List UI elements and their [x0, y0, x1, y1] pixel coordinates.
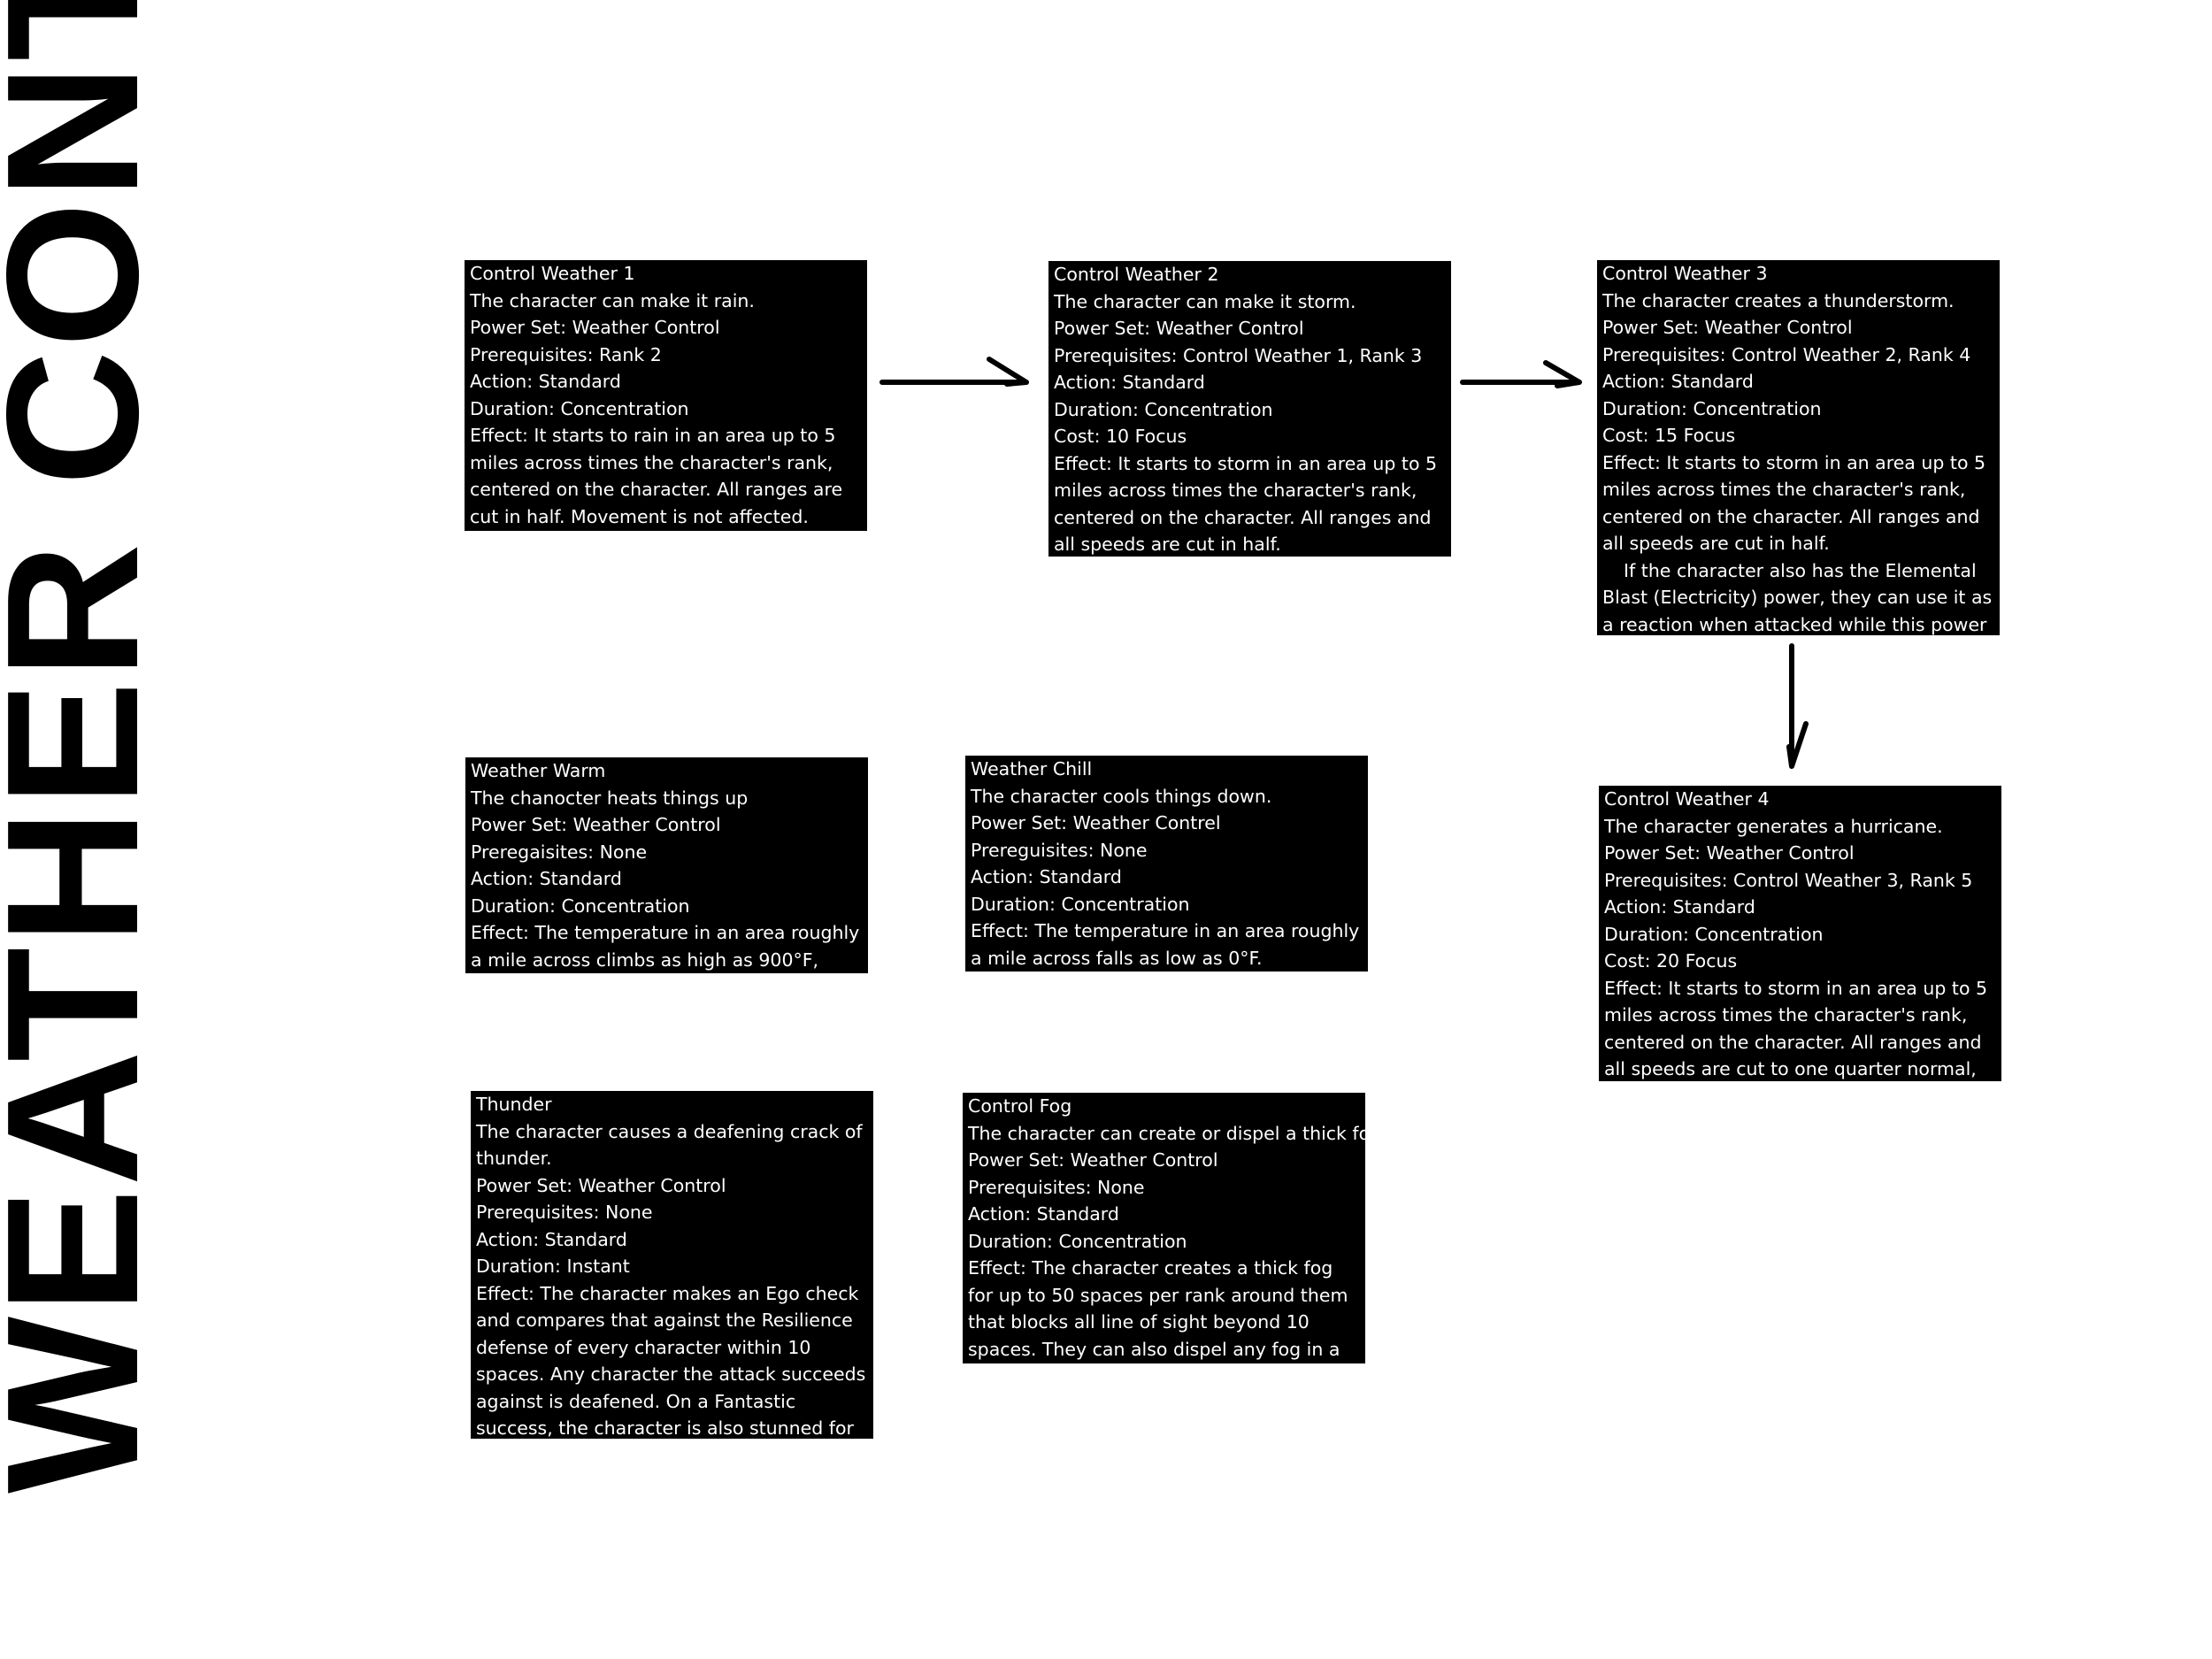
card-effect: Effect: The temperature in an area rough… — [471, 922, 860, 971]
card-power-set: Power Set: Weather Control — [1604, 842, 1855, 864]
card-duration: Duration: Concentration — [1604, 923, 1824, 945]
card-cost: Cost: 10 Focus — [1054, 426, 1187, 447]
card-prerequisites: Prerequisites: None — [968, 1176, 1145, 1198]
arrow-cw3-to-cw4 — [1786, 643, 1809, 769]
card-action: Action: Standard — [971, 866, 1122, 887]
card-description: The character can make it rain. — [470, 289, 755, 311]
card-power-set: Power Set: Weather Contrel — [971, 812, 1221, 833]
card-name: Control Fog — [968, 1095, 1072, 1117]
card-effect: Effect: It starts to storm in an area up… — [1604, 977, 1988, 1080]
card-name: Control Weather 4 — [1604, 788, 1770, 810]
power-card-control-weather-1: Control Weather 1 The character can make… — [465, 260, 867, 531]
card-action: Action: Standard — [1602, 371, 1754, 392]
card-effect: Effect: The character creates a thick fo… — [968, 1257, 1348, 1360]
power-card-control-weather-3: Control Weather 3 The character creates … — [1597, 260, 2000, 635]
power-card-control-fog: Control Fog The character can create or … — [963, 1093, 1365, 1363]
card-description: The character can make it storm. — [1054, 290, 1356, 312]
card-action: Action: Standard — [968, 1203, 1119, 1225]
power-card-control-weather-4: Control Weather 4 The character generate… — [1599, 786, 2001, 1081]
card-cost: Cost: 20 Focus — [1604, 950, 1738, 972]
card-action: Action: Standard — [470, 371, 621, 392]
card-description: The chanocter heats things up — [471, 787, 749, 809]
card-duration: Duration: Concentration — [1602, 397, 1822, 419]
card-name: Weather Warm — [471, 760, 606, 781]
card-power-set: Power Set: Weather Control — [471, 814, 721, 835]
card-cost: Cost: 15 Focus — [1602, 425, 1736, 446]
card-action: Action: Standard — [471, 868, 622, 889]
power-card-control-weather-2: Control Weather 2 The character can make… — [1048, 261, 1451, 557]
card-effect: Effect: It starts to rain in an area up … — [470, 425, 843, 527]
card-prerequisites: Prerequisites: None — [476, 1202, 653, 1223]
card-power-set: Power Set: Weather Control — [1054, 318, 1304, 339]
card-name: Control Weather 3 — [1602, 263, 1768, 284]
card-name: Control Weather 1 — [470, 263, 635, 284]
card-name: Thunder — [476, 1094, 552, 1115]
card-duration: Duration: Concentration — [470, 397, 689, 419]
card-effect: Effect: The character makes an Ego check… — [476, 1282, 866, 1440]
card-power-set: Power Set: Weather Control — [476, 1174, 726, 1196]
card-action: Action: Standard — [476, 1228, 627, 1250]
card-prerequisites: Prerequisites: Control Weather 1, Rank 3 — [1054, 344, 1423, 366]
card-prerequisites: Prerequisites: Control Weather 3, Rank 5 — [1604, 869, 1973, 891]
card-prerequisites: Preregaisites: None — [471, 841, 648, 863]
card-power-set: Power Set: Weather Control — [1602, 317, 1853, 338]
power-card-weather-chill: Weather Chill The character cools things… — [965, 756, 1368, 972]
card-note: If the character also has the Elemental … — [1602, 559, 1993, 635]
card-description: The character generates a hurricane. — [1604, 815, 1943, 837]
card-duration: Duration: Concentration — [471, 895, 690, 917]
card-power-set: Power Set: Weather Control — [470, 317, 720, 338]
card-effect: Effect: It starts to storm in an area up… — [1602, 451, 1986, 555]
card-description: The character can create or dispel a thi… — [968, 1122, 1365, 1144]
power-card-weather-warm: Weather Warm The chanocter heats things … — [465, 757, 868, 973]
card-effect: Effect: It starts to storm in an area up… — [1054, 452, 1438, 556]
card-description: The character causes a deafening crack o… — [476, 1120, 863, 1170]
card-duration: Duration: Concentration — [971, 893, 1190, 915]
arrow-cw1-to-cw2 — [879, 357, 1029, 387]
card-name: Weather Chill — [971, 758, 1093, 780]
card-description: The character creates a thunderstorm. — [1602, 289, 1955, 311]
card-effect: Effect: The temperature in an area rough… — [971, 920, 1360, 969]
card-prerequisites: Prereguisites: None — [971, 839, 1148, 861]
card-prerequisites: Prerequisites: Control Weather 2, Rank 4 — [1602, 343, 1971, 365]
card-duration: Duration: Concentration — [968, 1230, 1187, 1252]
card-description: The character cools things down. — [971, 785, 1272, 807]
card-action: Action: Standard — [1604, 896, 1755, 918]
card-name: Control Weather 2 — [1054, 264, 1219, 285]
card-power-set: Power Set: Weather Control — [968, 1149, 1218, 1171]
card-action: Action: Standard — [1054, 372, 1205, 393]
card-prerequisites: Prerequisites: Rank 2 — [470, 343, 662, 365]
power-card-thunder: Thunder The character causes a deafening… — [471, 1091, 873, 1439]
card-duration: Duration: Instant — [476, 1256, 630, 1277]
arrow-cw2-to-cw3 — [1460, 360, 1582, 388]
card-duration: Duration: Concentration — [1054, 398, 1273, 420]
